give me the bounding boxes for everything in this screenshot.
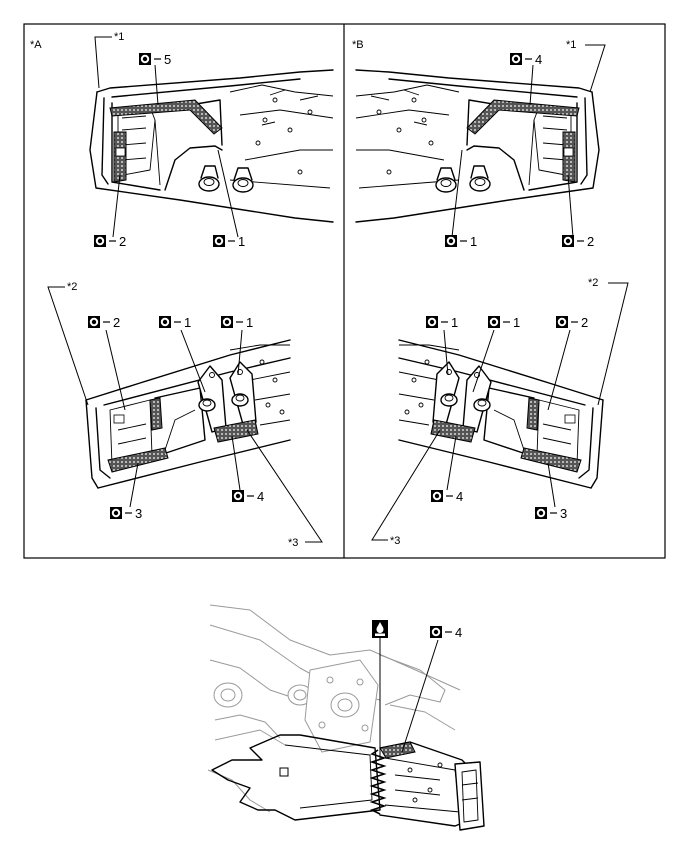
diagram-frame xyxy=(23,23,666,559)
callout-star2-a: *2 xyxy=(67,281,77,293)
bolt-marker-1-a-top: 1 xyxy=(212,234,245,249)
panel-label-b: *B xyxy=(352,39,364,51)
bolt-marker-3-a: 3 xyxy=(109,506,142,521)
torque-bolt-icon xyxy=(220,315,234,329)
torque-bolt-icon xyxy=(534,506,548,520)
bolt-marker-4-b: 4 xyxy=(509,52,542,67)
torque-bolt-icon xyxy=(158,315,172,329)
torque-bolt-icon xyxy=(212,234,226,248)
svg-text:1: 1 xyxy=(470,234,477,249)
svg-text:3: 3 xyxy=(560,506,567,521)
svg-text:2: 2 xyxy=(119,234,126,249)
svg-text:4: 4 xyxy=(257,489,264,504)
torque-bolt-icon xyxy=(487,315,501,329)
svg-text:2: 2 xyxy=(113,315,120,330)
svg-text:5: 5 xyxy=(164,52,171,67)
panel-label-a: *A xyxy=(30,39,42,51)
svg-text:2: 2 xyxy=(581,315,588,330)
torque-bolt-icon xyxy=(509,52,523,66)
bolt-marker-2-b-top: 2 xyxy=(561,234,594,249)
bolt-marker-3-b: 3 xyxy=(534,506,567,521)
callout-star2-b: *2 xyxy=(588,277,598,289)
torque-bolt-icon xyxy=(87,315,101,329)
svg-text:1: 1 xyxy=(246,315,253,330)
bolt-marker-1-b-top: 1 xyxy=(444,234,477,249)
sealer-marker xyxy=(372,620,388,760)
bolt-marker-1-a-bottom-left: 1 xyxy=(158,315,191,330)
torque-bolt-icon xyxy=(555,315,569,329)
torque-bolt-icon xyxy=(93,234,107,248)
bolt-marker-4-detail: 4 xyxy=(401,625,462,753)
torque-bolt-icon xyxy=(430,489,444,503)
frame-illustration-a-top xyxy=(89,69,334,223)
frame-illustration-b-top xyxy=(355,69,600,223)
svg-text:2: 2 xyxy=(587,234,594,249)
svg-text:1: 1 xyxy=(184,315,191,330)
frame-illustration-b-bottom xyxy=(398,339,604,489)
torque-bolt-icon xyxy=(109,506,123,520)
bolt-marker-1-a-bottom-right: 1 xyxy=(220,315,253,330)
bolt-marker-2-a-top: 2 xyxy=(93,234,126,249)
detail-illustration-sealer xyxy=(207,604,485,831)
bolt-marker-5-a: 5 xyxy=(138,52,171,67)
callout-star1-a: *1 xyxy=(114,31,124,43)
sealer-drop-icon xyxy=(372,620,388,638)
svg-text:4: 4 xyxy=(455,625,462,640)
torque-bolt-icon xyxy=(425,315,439,329)
frame-illustration-a-bottom xyxy=(85,339,291,489)
torque-bolt-icon xyxy=(444,234,458,248)
callout-leaders xyxy=(47,36,629,543)
callout-star3-b: *3 xyxy=(390,535,400,547)
bolt-marker-4-a: 4 xyxy=(231,489,264,504)
torque-bolt-icon xyxy=(561,234,575,248)
torque-bolt-icon xyxy=(429,625,443,639)
callout-star3-a: *3 xyxy=(288,537,298,549)
bolt-marker-2-a-bottom: 2 xyxy=(87,315,120,330)
callout-star1-b: *1 xyxy=(566,39,576,51)
torque-bolt-icon xyxy=(231,489,245,503)
bolt-marker-1-b-bottom-right: 1 xyxy=(487,315,520,330)
bolt-marker-2-b-bottom: 2 xyxy=(555,315,588,330)
torque-bolt-icon xyxy=(138,52,152,66)
svg-text:4: 4 xyxy=(456,489,463,504)
svg-text:1: 1 xyxy=(238,234,245,249)
svg-text:4: 4 xyxy=(535,52,542,67)
svg-text:3: 3 xyxy=(135,506,142,521)
svg-text:1: 1 xyxy=(451,315,458,330)
svg-text:1: 1 xyxy=(513,315,520,330)
bolt-marker-1-b-bottom-left: 1 xyxy=(425,315,458,330)
bolt-marker-4-b-bottom: 4 xyxy=(430,489,463,504)
